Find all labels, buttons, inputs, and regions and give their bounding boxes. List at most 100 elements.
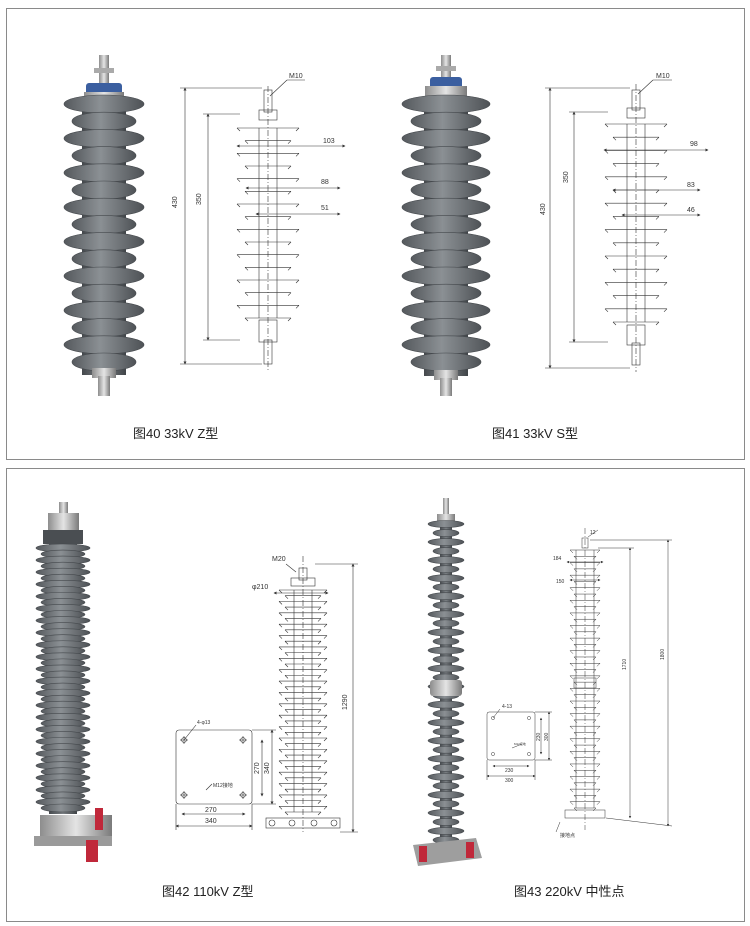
shed (427, 538, 465, 546)
shed (410, 215, 482, 234)
shed (71, 180, 137, 200)
shed (427, 574, 465, 582)
shed (71, 146, 137, 165)
shed (63, 335, 145, 355)
shed (63, 129, 145, 148)
fig43-holes: 4-13 (502, 704, 512, 710)
fig43-shed-d1: 184 (553, 556, 562, 562)
shed (432, 547, 460, 555)
shed (432, 619, 460, 628)
shed (401, 335, 491, 355)
shed (63, 94, 145, 114)
arrester-photo-33kv-s (401, 55, 491, 396)
shed (427, 592, 465, 601)
fig40-shed-d1: 103 (323, 138, 335, 145)
arrester-photo-33kv-z (63, 55, 145, 396)
fig40-shed-d3: 51 (321, 205, 329, 212)
shed (432, 800, 460, 808)
shed (427, 556, 465, 564)
shed (427, 646, 465, 655)
shed (427, 772, 465, 781)
fig40-caption: 图40 33kV Z型 (133, 426, 218, 441)
shed (410, 249, 482, 269)
shed (63, 266, 145, 286)
panel-110-220kv (6, 468, 745, 922)
shed (432, 727, 460, 736)
shed (401, 129, 491, 148)
shed (427, 700, 465, 709)
shed (427, 718, 465, 727)
shed (71, 249, 137, 269)
fig42-base-h2: 340 (264, 762, 271, 774)
fig42-bolt-label: M20 (272, 556, 286, 563)
arrester-drawing-33kv-s (545, 79, 709, 372)
arrester-drawing-220kv-neutral (486, 528, 673, 833)
shed (427, 610, 465, 619)
shed (410, 283, 482, 303)
shed (401, 163, 491, 183)
fig43-base-w1: 230 (505, 768, 514, 774)
fig41-total-height: 430 (540, 203, 547, 215)
shed (71, 318, 137, 337)
fig43-caption: 图43 220kV 中性点 (514, 884, 625, 899)
shed (71, 215, 137, 234)
fig43-plate-label: M12接地 (514, 741, 526, 746)
shed (63, 163, 145, 183)
shed (410, 318, 482, 337)
fig43-base-w2: 300 (505, 778, 514, 784)
panel-33kv (6, 8, 745, 460)
shed (427, 754, 465, 763)
fig42-total-height: 1290 (342, 694, 349, 710)
shed (427, 791, 465, 799)
shed (432, 529, 460, 537)
shed (401, 197, 491, 217)
fig42-diameter: φ210 (252, 584, 268, 591)
shed (401, 232, 491, 251)
fig42-base-h1: 270 (254, 762, 261, 774)
fig43-height-1: 1710 (622, 659, 628, 670)
shed (432, 673, 460, 682)
arrester-photo-220kv-neutral (413, 498, 482, 866)
shed (432, 601, 460, 610)
fig40-shed-d2: 88 (321, 179, 329, 186)
arrester-drawing-110kv-z (175, 556, 358, 833)
fig43-ground-label: 接地点 (560, 832, 575, 839)
shed (401, 266, 491, 286)
arrester-drawing-33kv-z (180, 79, 346, 372)
shed (427, 809, 465, 817)
shed (427, 827, 465, 835)
shed (432, 818, 460, 826)
fig43-base-h1: 230 (536, 732, 542, 741)
fig43-shed-d2: 150 (556, 579, 565, 585)
fig40-bolt-label: M10 (289, 73, 303, 80)
shed (410, 146, 482, 165)
shed (432, 782, 460, 790)
arrester-photo-110kv-z (34, 502, 112, 862)
shed (40, 803, 86, 813)
shed (432, 745, 460, 754)
fig41-caption: 图41 33kV S型 (492, 426, 578, 441)
fig41-shed-d1: 98 (690, 141, 698, 148)
shed (410, 180, 482, 200)
fig40-total-height: 430 (172, 196, 179, 208)
shed (432, 709, 460, 718)
fig42-holes: 4-φ13 (197, 720, 210, 726)
fig43-top-dim: 12 (590, 530, 596, 536)
shed (427, 628, 465, 637)
shed (63, 301, 145, 320)
shed (432, 583, 460, 592)
shed (432, 637, 460, 646)
shed (63, 232, 145, 251)
shed (410, 111, 482, 131)
fig41-bolt-label: M10 (656, 73, 670, 80)
shed (71, 111, 137, 131)
shed (401, 94, 491, 114)
shed (427, 520, 465, 528)
fig40-body-height: 350 (196, 193, 203, 205)
fig42-ground-label: M12接地 (213, 782, 233, 789)
fig43-base-h2: 300 (544, 732, 550, 741)
shed (427, 736, 465, 745)
fig41-shed-d2: 83 (687, 182, 695, 189)
shed (63, 197, 145, 217)
fig42-base-w2: 340 (205, 818, 217, 825)
